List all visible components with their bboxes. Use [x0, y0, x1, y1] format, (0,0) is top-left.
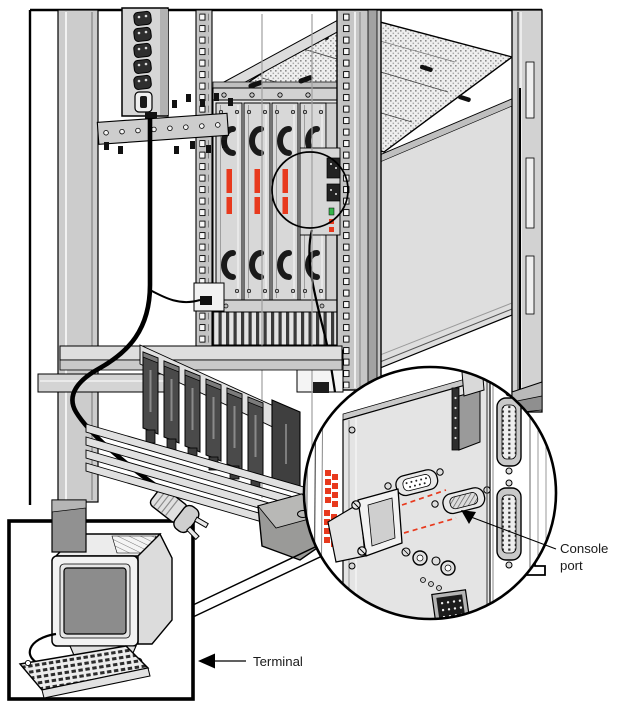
magnifier-circle-outline	[302, 365, 558, 621]
alignment-guide	[401, 489, 447, 506]
serial-port-a	[395, 469, 439, 497]
card-cage	[212, 75, 338, 346]
blower-grille	[212, 311, 338, 346]
console-port-label: Console	[560, 541, 608, 556]
terminal-label: Terminal	[253, 654, 303, 669]
alignment-guide	[403, 517, 457, 534]
keyboard	[18, 645, 151, 699]
pdu-cable-socket	[145, 112, 157, 122]
status-led-green	[328, 207, 335, 216]
network-port	[431, 589, 472, 619]
console-port-leader-line	[470, 516, 557, 550]
connector-studs	[104, 93, 233, 154]
io-highlight-circle	[271, 151, 349, 229]
serial-cable-plug	[327, 488, 403, 563]
drive-modules	[139, 344, 301, 489]
power-plug	[149, 487, 209, 541]
console-port-arrowhead	[461, 510, 476, 524]
power-distribution-unit	[96, 7, 233, 154]
terminal-inset	[7, 519, 195, 701]
round-connectors	[401, 547, 456, 591]
mounting-bracket	[96, 112, 230, 145]
power-outlets	[133, 10, 152, 90]
led-cluster	[325, 470, 338, 507]
crt-monitor	[51, 532, 173, 669]
detail-magnifier	[302, 365, 558, 621]
console-cable-line	[192, 537, 335, 606]
console-cable-on-rack	[308, 229, 337, 393]
base-skid	[51, 423, 321, 561]
rack-rails	[195, 9, 546, 576]
console-cable-line	[192, 548, 338, 618]
terminal-callout: Terminal	[198, 653, 303, 669]
console-port-callout: Console port	[461, 510, 608, 573]
console-port-connector	[442, 487, 486, 515]
right-rack-post	[511, 9, 543, 414]
console-port-label-line2: port	[560, 558, 583, 573]
crt-screen	[63, 567, 127, 635]
parallel-port	[496, 479, 522, 569]
rack-frame	[28, 8, 542, 505]
terminal-arrowhead	[198, 653, 215, 669]
base-structure	[37, 345, 343, 393]
